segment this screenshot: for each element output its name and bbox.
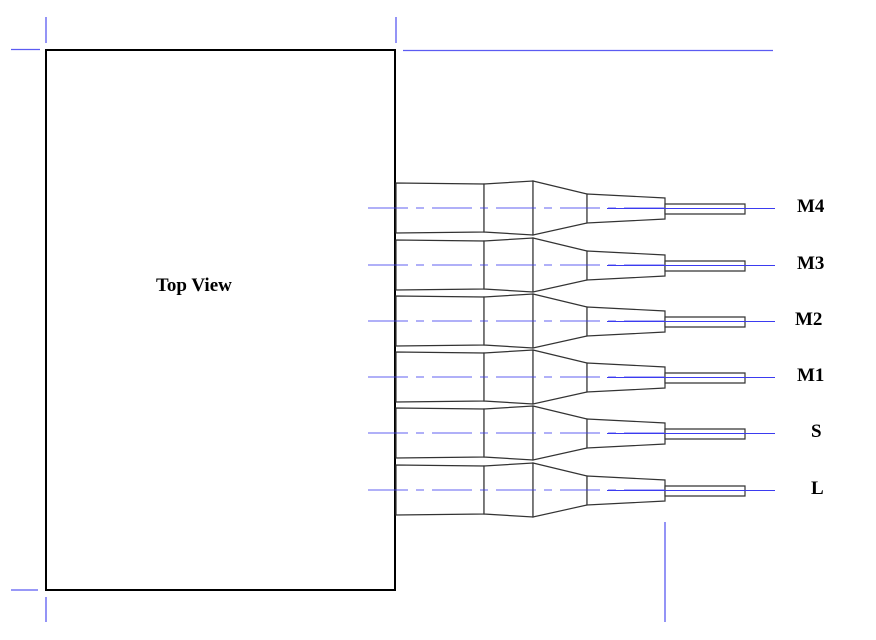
port-label-l: L: [811, 478, 824, 499]
connector-s: [368, 405, 775, 461]
connector-m2: [368, 293, 775, 349]
dimension-extension-lines: [11, 17, 773, 622]
port-label-s: S: [811, 421, 822, 442]
port-label-m4: M4: [797, 196, 825, 217]
connector-m3: [368, 237, 775, 293]
connector-m1: [368, 349, 775, 405]
connector-m4: [368, 180, 775, 236]
connectors: [368, 180, 775, 518]
port-label-m2: M2: [795, 309, 823, 330]
port-label-m1: M1: [797, 365, 825, 386]
view-title: Top View: [156, 275, 232, 296]
device-body: [45, 49, 396, 591]
connector-l: [368, 462, 775, 518]
port-label-m3: M3: [797, 253, 825, 274]
